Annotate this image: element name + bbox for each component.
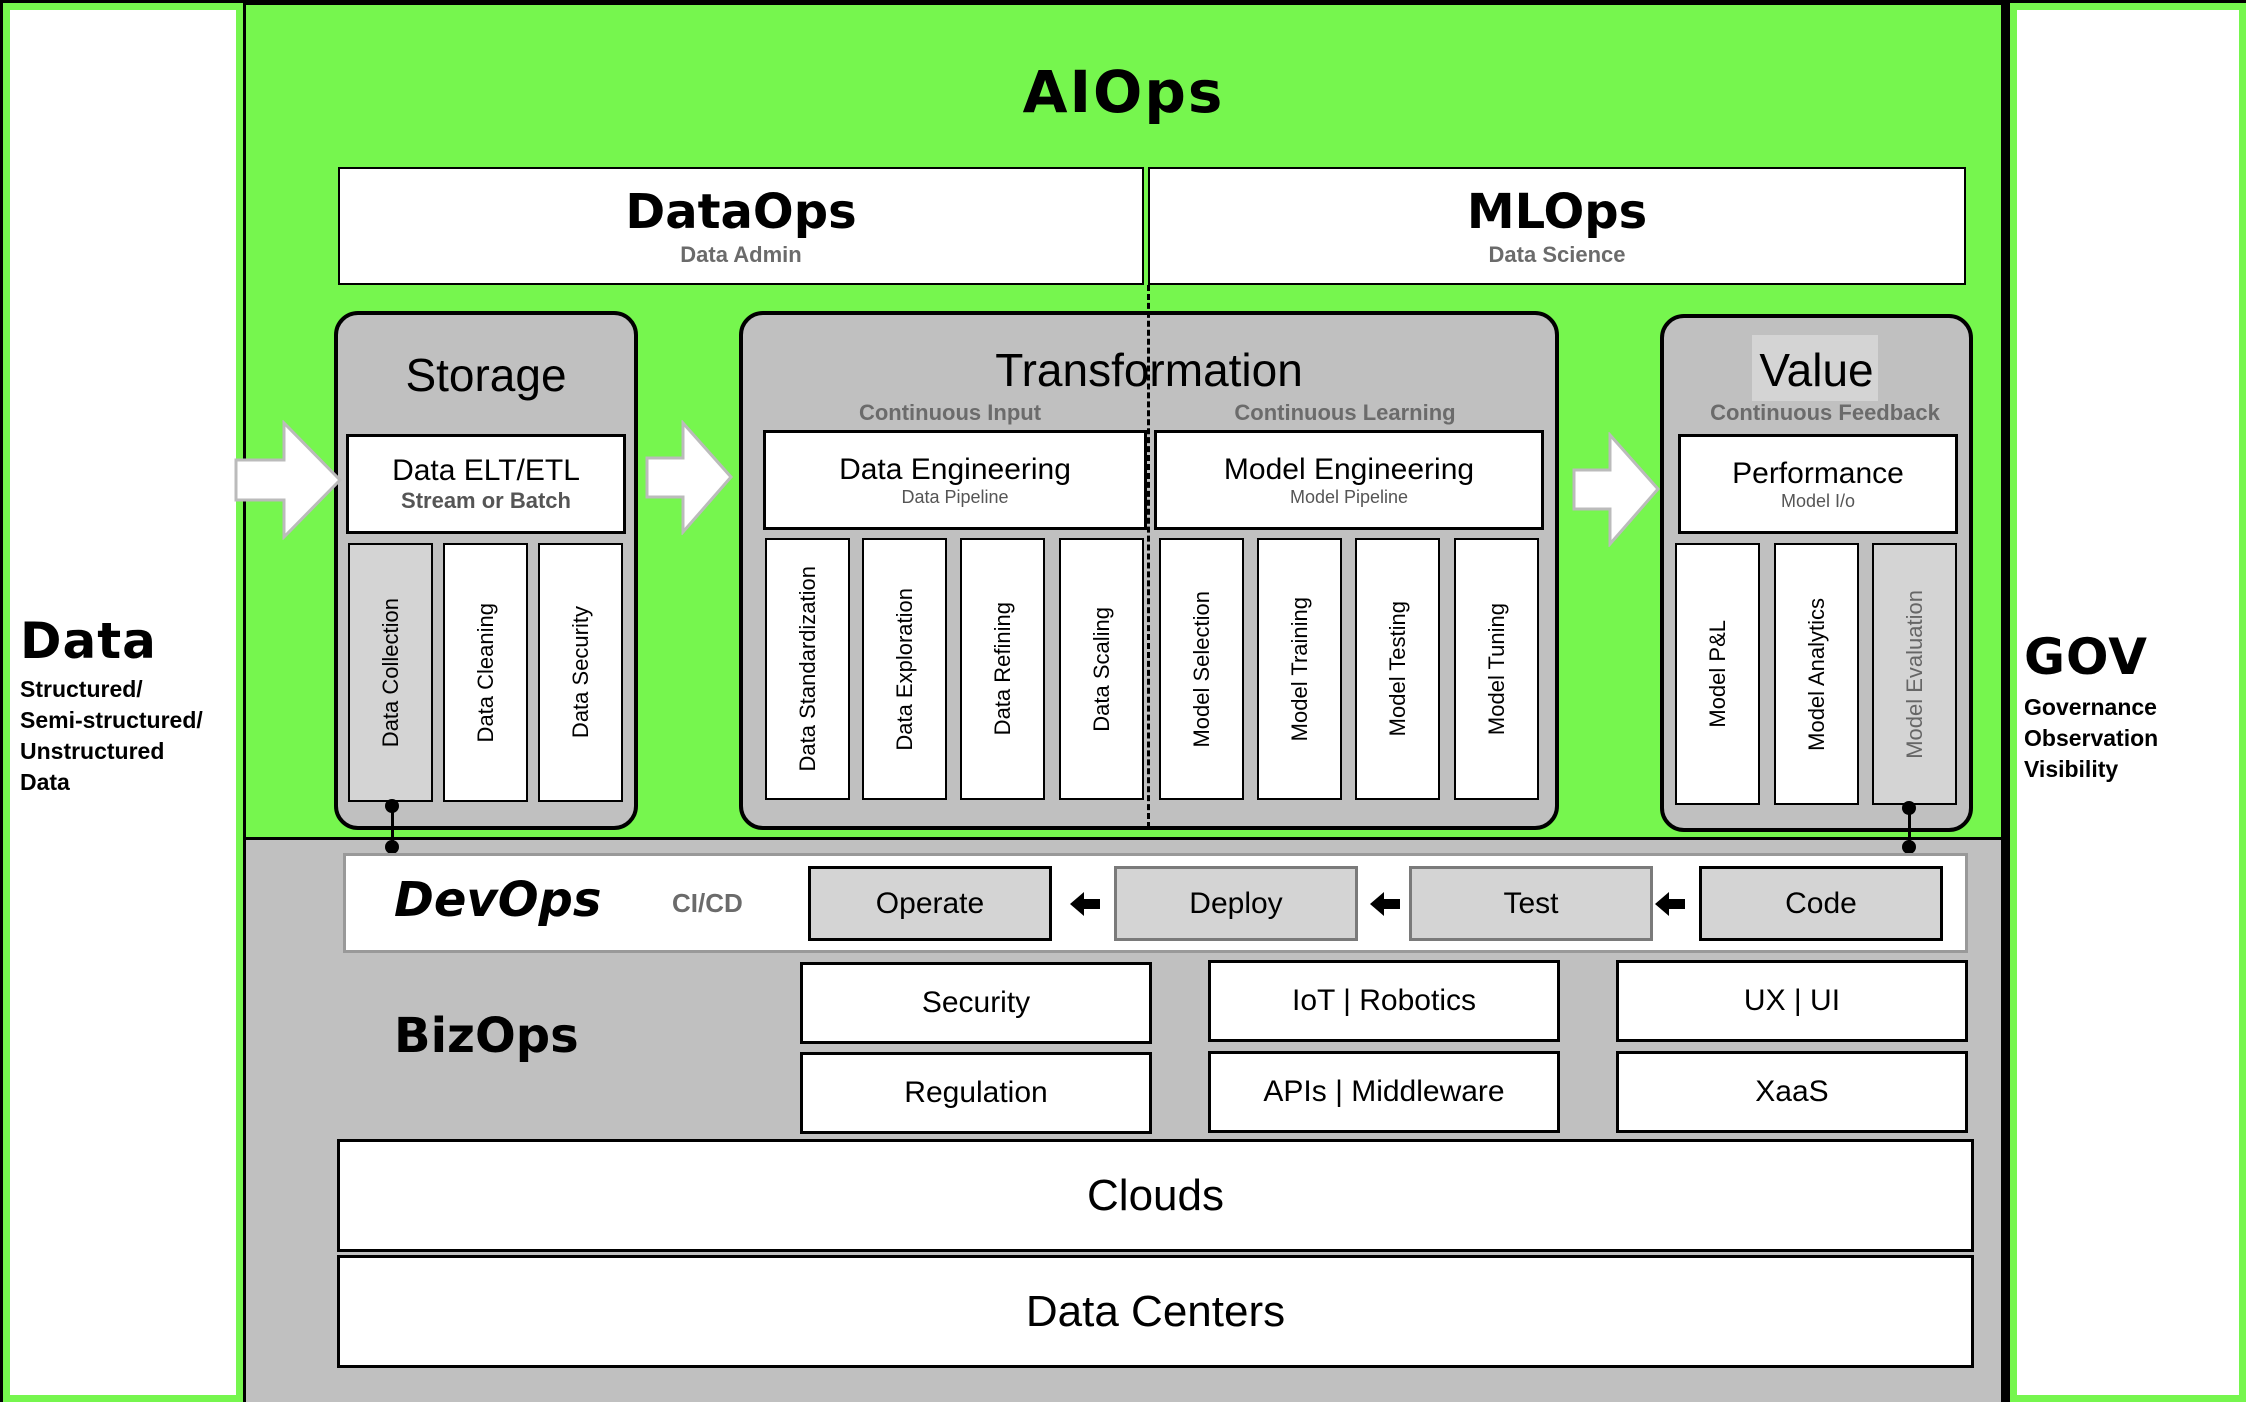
mlops-box: MLOps Data Science bbox=[1148, 167, 1966, 285]
connector-dot-icon bbox=[385, 799, 399, 813]
devops-step-deploy: Deploy bbox=[1114, 866, 1358, 941]
dataops-box: DataOps Data Admin bbox=[338, 167, 1144, 285]
transformation-column-label: Data Scaling bbox=[1088, 606, 1114, 732]
data-side-line: Structured/ bbox=[20, 676, 143, 702]
bizops-item-xaas: XaaS bbox=[1616, 1051, 1968, 1133]
performance-subtitle: Model I/o bbox=[1780, 490, 1856, 511]
transformation-column: Data Exploration bbox=[862, 538, 947, 800]
data-centers-layer: Data Centers bbox=[337, 1255, 1974, 1368]
transformation-column-label: Model Tuning bbox=[1483, 602, 1509, 736]
gov-side-description: Governance Observation Visibility bbox=[2024, 692, 2158, 785]
performance-title: Performance bbox=[1732, 456, 1904, 490]
left-arrow-icon bbox=[1655, 892, 1685, 916]
transformation-column: Model Testing bbox=[1355, 538, 1440, 800]
transformation-column: Model Tuning bbox=[1454, 538, 1539, 800]
clouds-layer: Clouds bbox=[337, 1139, 1974, 1252]
data-side-line: Unstructured bbox=[20, 738, 165, 764]
value-caption: Continuous Feedback bbox=[1710, 400, 1940, 425]
bizops-item-ux-ui: UX | UI bbox=[1616, 960, 1968, 1042]
dataops-title: DataOps bbox=[625, 184, 857, 240]
transformation-column-label: Model Training bbox=[1286, 596, 1312, 742]
storage-elt-box: Data ELT/ETL Stream or Batch bbox=[346, 434, 626, 534]
data-side-title: Data bbox=[20, 612, 157, 670]
model-engineering-title: Model Engineering bbox=[1223, 452, 1475, 486]
connector-dot-icon bbox=[385, 840, 399, 854]
devops-title: DevOps bbox=[394, 872, 602, 928]
flow-arrow-icon bbox=[645, 420, 733, 535]
transformation-column-label: Data Exploration bbox=[891, 587, 917, 751]
transformation-column-label: Model Selection bbox=[1188, 590, 1214, 748]
connector-dot-icon bbox=[1902, 840, 1916, 854]
value-column-label: Model Analytics bbox=[1803, 597, 1829, 751]
left-arrow-icon bbox=[1370, 892, 1400, 916]
data-side-line: Data bbox=[20, 769, 70, 795]
mlops-title: MLOps bbox=[1466, 184, 1648, 240]
data-side-description: Structured/ Semi-structured/ Unstructure… bbox=[20, 674, 203, 798]
storage-elt-subtitle: Stream or Batch bbox=[401, 488, 571, 513]
left-arrow-icon bbox=[1070, 892, 1100, 916]
transformation-column: Model Selection bbox=[1159, 538, 1244, 800]
transformation-column: Data Refining bbox=[960, 538, 1045, 800]
flow-arrow-icon bbox=[1572, 432, 1660, 547]
value-title: Value bbox=[1759, 344, 1874, 396]
storage-column: Data Security bbox=[538, 543, 623, 802]
storage-column-label: Data Security bbox=[567, 606, 593, 739]
bizops-item-regulation: Regulation bbox=[800, 1052, 1152, 1134]
value-column-label: Model Evaluation bbox=[1901, 589, 1927, 759]
connector-dot-icon bbox=[1902, 801, 1916, 815]
transformation-column-label: Data Standardization bbox=[794, 566, 820, 772]
flow-arrow-icon bbox=[234, 420, 343, 540]
transformation-column: Model Training bbox=[1257, 538, 1342, 800]
data-engineering-subtitle: Data Pipeline bbox=[901, 486, 1009, 507]
storage-title: Storage bbox=[405, 349, 567, 401]
bizops-item-iot-robotics: IoT | Robotics bbox=[1208, 960, 1560, 1042]
devops-step-test: Test bbox=[1409, 866, 1653, 941]
devops-step-code: Code bbox=[1699, 866, 1943, 941]
model-engineering-box: Model Engineering Model Pipeline bbox=[1154, 430, 1544, 530]
value-column: Model Evaluation bbox=[1872, 543, 1957, 805]
data-side-panel bbox=[3, 3, 243, 1402]
value-column: Model Analytics bbox=[1774, 543, 1859, 805]
aiops-title: AIOps bbox=[1022, 58, 1225, 126]
value-column: Model P&L bbox=[1675, 543, 1760, 805]
bizops-item-security: Security bbox=[800, 962, 1152, 1044]
devops-step-operate: Operate bbox=[808, 866, 1052, 941]
transformation-column: Data Standardization bbox=[765, 538, 850, 800]
transformation-column-label: Model Testing bbox=[1384, 601, 1410, 737]
gov-side-title: GOV bbox=[2024, 628, 2148, 686]
value-column-label: Model P&L bbox=[1704, 620, 1730, 728]
value-devops-connector bbox=[1908, 808, 1911, 850]
transformation-learning-caption: Continuous Learning bbox=[1234, 400, 1456, 425]
gov-side-line: Observation bbox=[2024, 725, 2159, 751]
transformation-input-caption: Continuous Input bbox=[858, 400, 1042, 425]
data-side-line: Semi-structured/ bbox=[20, 707, 203, 733]
transformation-column: Data Scaling bbox=[1059, 538, 1144, 800]
performance-box: Performance Model I/o bbox=[1678, 434, 1958, 534]
storage-devops-connector bbox=[391, 806, 394, 848]
storage-column: Data Cleaning bbox=[443, 543, 528, 802]
storage-column: Data Collection bbox=[348, 543, 433, 802]
dataops-mlops-divider bbox=[1147, 285, 1150, 828]
dataops-subtitle: Data Admin bbox=[680, 242, 802, 267]
gov-side-line: Visibility bbox=[2024, 756, 2119, 782]
storage-column-label: Data Cleaning bbox=[472, 602, 498, 743]
bizops-item-apis-middleware: APIs | Middleware bbox=[1208, 1051, 1560, 1133]
gov-side-line: Governance bbox=[2024, 694, 2157, 720]
transformation-column-label: Data Refining bbox=[989, 602, 1015, 736]
data-engineering-title: Data Engineering bbox=[839, 452, 1071, 486]
gov-side-panel bbox=[2010, 3, 2246, 1402]
storage-elt-title: Data ELT/ETL bbox=[392, 454, 580, 487]
storage-column-label: Data Collection bbox=[377, 597, 403, 748]
value-title-highlight bbox=[1752, 335, 1878, 401]
bizops-title: BizOps bbox=[394, 1008, 579, 1064]
model-engineering-subtitle: Model Pipeline bbox=[1289, 486, 1409, 507]
mlops-subtitle: Data Science bbox=[1488, 242, 1626, 267]
devops-cicd-label: CI/CD bbox=[672, 888, 743, 918]
data-engineering-box: Data Engineering Data Pipeline bbox=[763, 430, 1147, 530]
